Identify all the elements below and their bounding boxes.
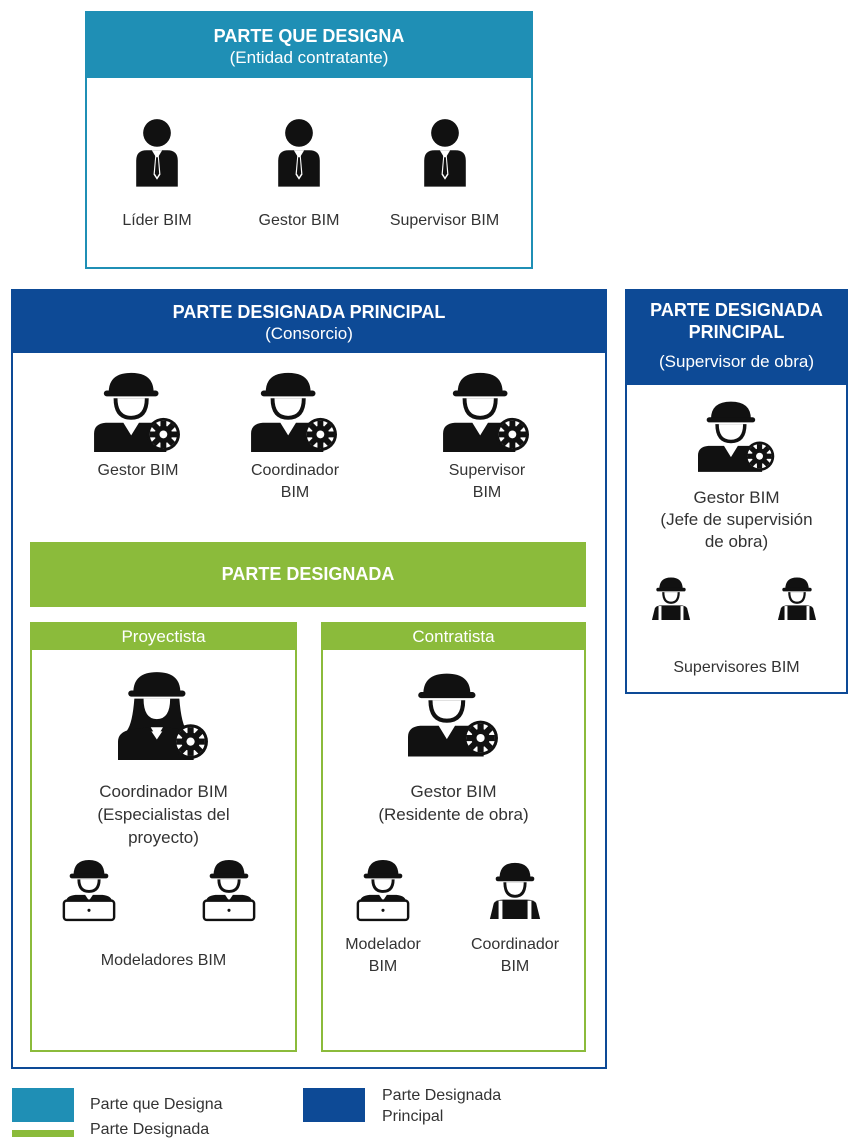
role-gestor-bim: Gestor BIM (Jefe de supervisión de obra) bbox=[627, 395, 846, 553]
appointing-party-box: PARTE QUE DESIGNA (Entidad contratante) … bbox=[85, 11, 533, 269]
role-lider-bim: Líder BIM bbox=[97, 108, 217, 232]
legend-swatch-lead bbox=[303, 1088, 365, 1122]
construction-worker-icon bbox=[775, 575, 819, 621]
supervisor-party-title-line1: PARTE DESIGNADA bbox=[650, 300, 823, 320]
role-label-line2: BIM bbox=[472, 484, 502, 501]
role-label-line2: BIM bbox=[280, 484, 310, 501]
appointed-party-title: PARTE DESIGNADA bbox=[221, 564, 395, 584]
supervisor-party-subtitle: (Supervisor de obra) bbox=[659, 352, 814, 371]
role-label: Gestor BIM bbox=[258, 212, 340, 229]
role-label: Supervisor BIM bbox=[389, 212, 500, 229]
legend-swatch-appointed bbox=[12, 1130, 74, 1137]
engineer-laptop-icon bbox=[60, 856, 118, 924]
role-label-line3: de obra) bbox=[704, 532, 769, 551]
contratista-header: Contratista bbox=[323, 624, 584, 650]
role-label-line1: Coordinador bbox=[250, 462, 340, 479]
supervisor-party-box: PARTE DESIGNADA PRINCIPAL (Supervisor de… bbox=[625, 289, 848, 694]
legend-label-lead-line1: Parte Designada bbox=[382, 1087, 502, 1104]
role-coordinador-bim: Coordinador BIM bbox=[451, 856, 579, 978]
contratista-title: Contratista bbox=[412, 627, 495, 646]
role-label-line2: BIM bbox=[368, 958, 398, 975]
role-label-line1: Coordinador bbox=[470, 936, 560, 953]
role-label-line1: Gestor BIM bbox=[410, 782, 497, 801]
appointing-party-header: PARTE QUE DESIGNA (Entidad contratante) bbox=[87, 13, 531, 78]
female-engineer-gear-icon bbox=[118, 668, 210, 760]
role-label-line1: Modelador bbox=[345, 936, 421, 953]
proyectista-title: Proyectista bbox=[121, 627, 206, 646]
role-supervisor-bim: Supervisor BIM bbox=[372, 108, 517, 232]
construction-worker-icon bbox=[486, 856, 544, 924]
role-gestor-bim: Gestor BIM bbox=[239, 108, 359, 232]
role-supervisor-bim: Supervisor BIM bbox=[417, 369, 557, 504]
role-label-line2: (Jefe de supervisión bbox=[660, 510, 813, 529]
supervisor-party-title-line2: PRINCIPAL bbox=[688, 322, 785, 342]
role-label-line2: BIM bbox=[500, 958, 530, 975]
contratista-box: Contratista Gestor BIM (Residente de obr… bbox=[321, 622, 586, 1052]
lead-party-subtitle: (Consorcio) bbox=[265, 324, 353, 343]
lead-party-title: PARTE DESIGNADA PRINCIPAL bbox=[172, 302, 446, 322]
engineer-gear-icon bbox=[251, 369, 339, 452]
team-label: Supervisores BIM bbox=[673, 659, 800, 676]
businessman-icon bbox=[131, 108, 183, 196]
appointing-party-subtitle: (Entidad contratante) bbox=[229, 48, 389, 67]
role-modelador-bim: Modelador BIM bbox=[327, 856, 439, 978]
lead-party-header: PARTE DESIGNADA PRINCIPAL (Consorcio) bbox=[13, 291, 605, 353]
role-gestor-bim: Gestor BIM (Residente de obra) bbox=[323, 668, 584, 826]
team-label: Modeladores BIM bbox=[100, 952, 227, 969]
legend-label-appointing: Parte que Designa bbox=[90, 1096, 223, 1113]
role-label-line1: Coordinador BIM bbox=[99, 782, 228, 801]
role-label-line1: Gestor BIM bbox=[693, 488, 780, 507]
role-label-line3: proyecto) bbox=[128, 828, 199, 847]
construction-worker-icon bbox=[649, 575, 693, 621]
role-coordinador-bim: Coordinador BIM bbox=[225, 369, 365, 504]
engineer-gear-icon bbox=[408, 668, 500, 758]
role-label-line2: (Especialistas del bbox=[97, 805, 230, 824]
lead-appointed-party-box: PARTE DESIGNADA PRINCIPAL (Consorcio) Ge… bbox=[11, 289, 607, 1069]
role-label-line2: (Residente de obra) bbox=[378, 805, 529, 824]
legend-label-appointed: Parte Designada bbox=[90, 1121, 210, 1138]
role-label: Gestor BIM bbox=[97, 462, 179, 479]
engineer-gear-icon bbox=[94, 369, 182, 452]
businessman-icon bbox=[419, 108, 471, 196]
appointed-party-bar: PARTE DESIGNADA bbox=[30, 542, 586, 607]
proyectista-header: Proyectista bbox=[32, 624, 295, 650]
proyectista-box: Proyectista Coordinador BIM (Especialist… bbox=[30, 622, 297, 1052]
legend-swatch-appointing bbox=[12, 1088, 74, 1122]
appointing-party-title: PARTE QUE DESIGNA bbox=[213, 26, 405, 46]
engineer-laptop-icon bbox=[200, 856, 258, 924]
role-gestor-bim: Gestor BIM bbox=[68, 369, 208, 482]
engineer-gear-icon bbox=[443, 369, 531, 452]
engineer-laptop-icon bbox=[354, 856, 412, 924]
role-label: Líder BIM bbox=[122, 212, 192, 229]
supervisor-party-header: PARTE DESIGNADA PRINCIPAL (Supervisor de… bbox=[627, 291, 846, 385]
engineer-gear-icon bbox=[698, 395, 776, 475]
legend-label-lead: Parte Designada Principal bbox=[382, 1085, 501, 1127]
businessman-icon bbox=[273, 108, 325, 196]
legend-label-lead-line2: Principal bbox=[382, 1108, 444, 1125]
role-label-line1: Supervisor bbox=[448, 462, 526, 479]
role-coordinador-bim: Coordinador BIM (Especialistas del proye… bbox=[32, 668, 295, 849]
